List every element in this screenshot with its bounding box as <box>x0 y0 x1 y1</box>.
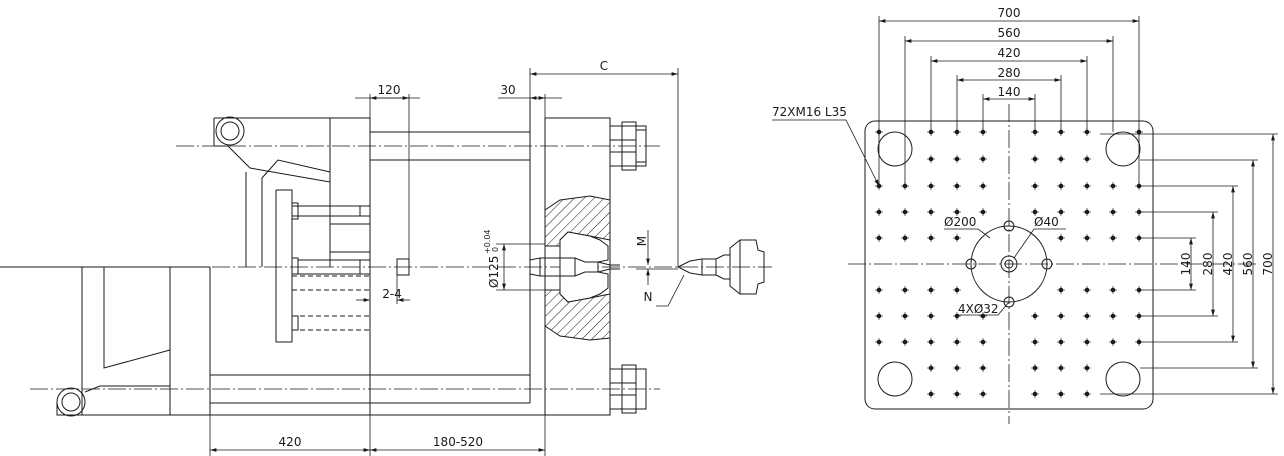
dim-h-700: 700 <box>878 6 1140 186</box>
side-view: 120 30 C M N <box>0 59 772 456</box>
dim-v-560: 560 <box>1140 159 1258 369</box>
dim-h-420: 420 <box>930 46 1088 132</box>
dia-40-label: Ø40 <box>1034 215 1059 229</box>
dim-560-label: 560 <box>998 26 1021 40</box>
dim-h-280: 280 <box>956 66 1062 132</box>
tie-bar-holes <box>877 131 1141 397</box>
injection-nozzle <box>676 239 765 295</box>
dim-v-700: 700 <box>1100 133 1278 395</box>
dim-m: M <box>635 230 678 285</box>
toggle-link-bottom <box>56 385 170 417</box>
dim-v-280: 280 <box>1139 211 1218 317</box>
dim-2-4: 2-4 <box>356 275 410 304</box>
fixed-platen <box>529 100 611 416</box>
dim-700-label: 700 <box>998 6 1021 20</box>
tie-bar-nut-top <box>609 121 647 171</box>
tie-bar-bottom <box>210 267 545 416</box>
v-dim-280-label: 280 <box>1201 253 1215 276</box>
platen-view: 700 560 420 280 140 <box>772 6 1278 424</box>
dim-v-420: 420 <box>1139 185 1238 343</box>
tie-bar-nut-bottom <box>609 364 647 414</box>
dia-200-leader: Ø200 <box>944 215 991 239</box>
v-dim-420-label: 420 <box>1221 253 1235 276</box>
dia-125-label: Ø125 <box>487 256 501 288</box>
dim-140-label-h: 140 <box>998 85 1021 99</box>
tie-bar-top <box>370 131 530 161</box>
dim-c-label: C <box>600 59 608 73</box>
dim-n-label: N <box>644 290 653 304</box>
v-dim-700-label: 700 <box>1261 253 1275 276</box>
holes-leader: 72XM16 L35 <box>772 105 880 187</box>
machine-base <box>0 266 211 416</box>
dia-125-tol-upper: +0.04 <box>483 229 492 254</box>
dia-125-tol-lower: 0 <box>491 247 500 252</box>
nozzle-in-platen <box>529 257 620 277</box>
dim-420-bottom: 420 180-520 <box>209 415 546 456</box>
stop-block <box>396 258 410 276</box>
dim-30-label: 30 <box>500 83 515 97</box>
dia-200-label: Ø200 <box>944 215 976 229</box>
v-dim-560-label: 560 <box>1241 253 1255 276</box>
holes-4x32-leader: 4XØ32 <box>958 301 1010 316</box>
dim-120: 120 <box>355 83 420 259</box>
dim-120-label: 120 <box>378 83 401 97</box>
toggle-link-top <box>213 116 331 267</box>
dim-dia-125: Ø125 +0.04 0 <box>483 229 545 291</box>
dim-m-label: M <box>635 236 649 246</box>
dim-c: C <box>529 59 679 267</box>
dim-n: N <box>644 274 685 307</box>
dim-v-140: 140 <box>1139 237 1196 291</box>
dim-2-4-label: 2-4 <box>382 287 402 301</box>
dim-280-label-h: 280 <box>998 66 1021 80</box>
v-dim-140-label: 140 <box>1179 253 1193 276</box>
dim-420-label: 420 <box>279 435 302 449</box>
dim-420-label-h: 420 <box>998 46 1021 60</box>
moving-platen <box>329 117 371 275</box>
dim-h-140: 140 <box>982 85 1036 132</box>
ejector-housing <box>275 189 370 343</box>
holes-4x32-label: 4XØ32 <box>958 302 999 316</box>
holes-label: 72XM16 L35 <box>772 105 847 119</box>
dim-h-560: 560 <box>904 26 1114 186</box>
dia-40-leader: Ø40 <box>1013 215 1066 259</box>
dim-180-520-label: 180-520 <box>433 435 483 449</box>
